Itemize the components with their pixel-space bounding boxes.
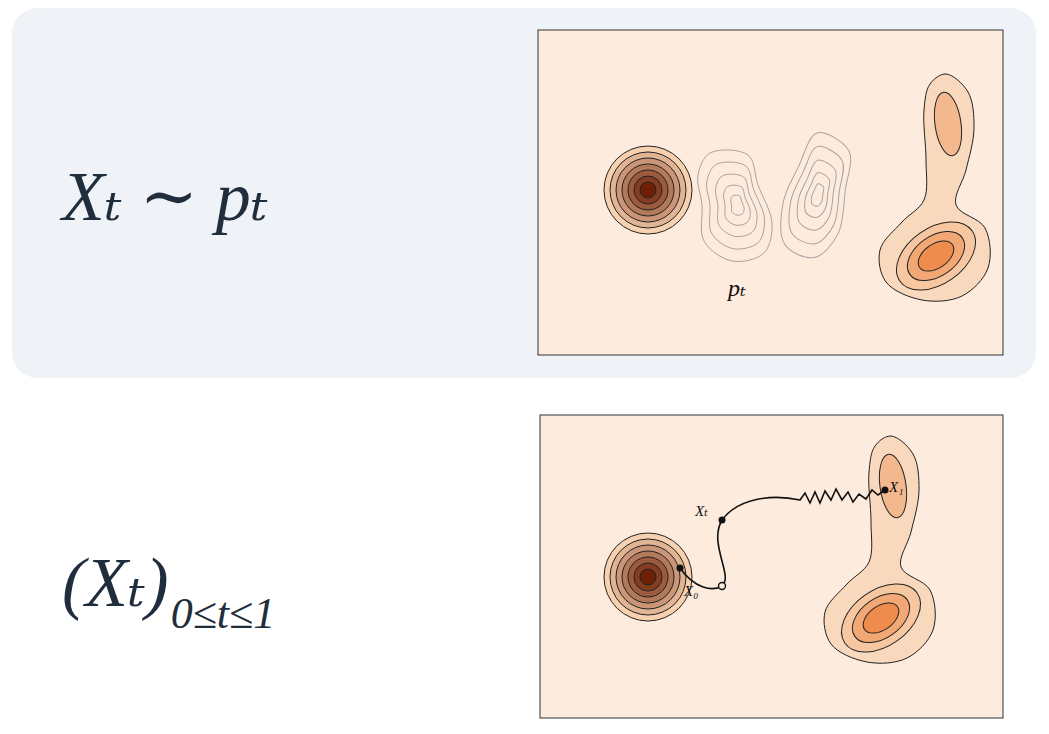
math-formula: Xₜ ∼ pₜ xyxy=(62,162,268,232)
intermediate-contours xyxy=(768,128,869,265)
math-subscript: 0≤t≤1 xyxy=(171,592,276,636)
trajectory xyxy=(677,487,889,590)
math-formula: (Xₜ) xyxy=(62,548,169,618)
bimodal-contours xyxy=(824,436,935,666)
density-label: pₜ xyxy=(728,276,746,300)
gaussian-contours xyxy=(604,146,692,234)
bimodal-contours xyxy=(879,74,990,304)
gaussian-contours xyxy=(604,533,692,621)
plot-frame xyxy=(538,30,1003,355)
panel-background xyxy=(12,8,1036,378)
plot-frame xyxy=(540,415,1003,718)
intermediate-contours xyxy=(698,150,772,262)
point-label: Xₜ xyxy=(695,504,708,519)
point-label: X₁ xyxy=(889,480,903,495)
point-label: X₀ xyxy=(684,584,698,599)
